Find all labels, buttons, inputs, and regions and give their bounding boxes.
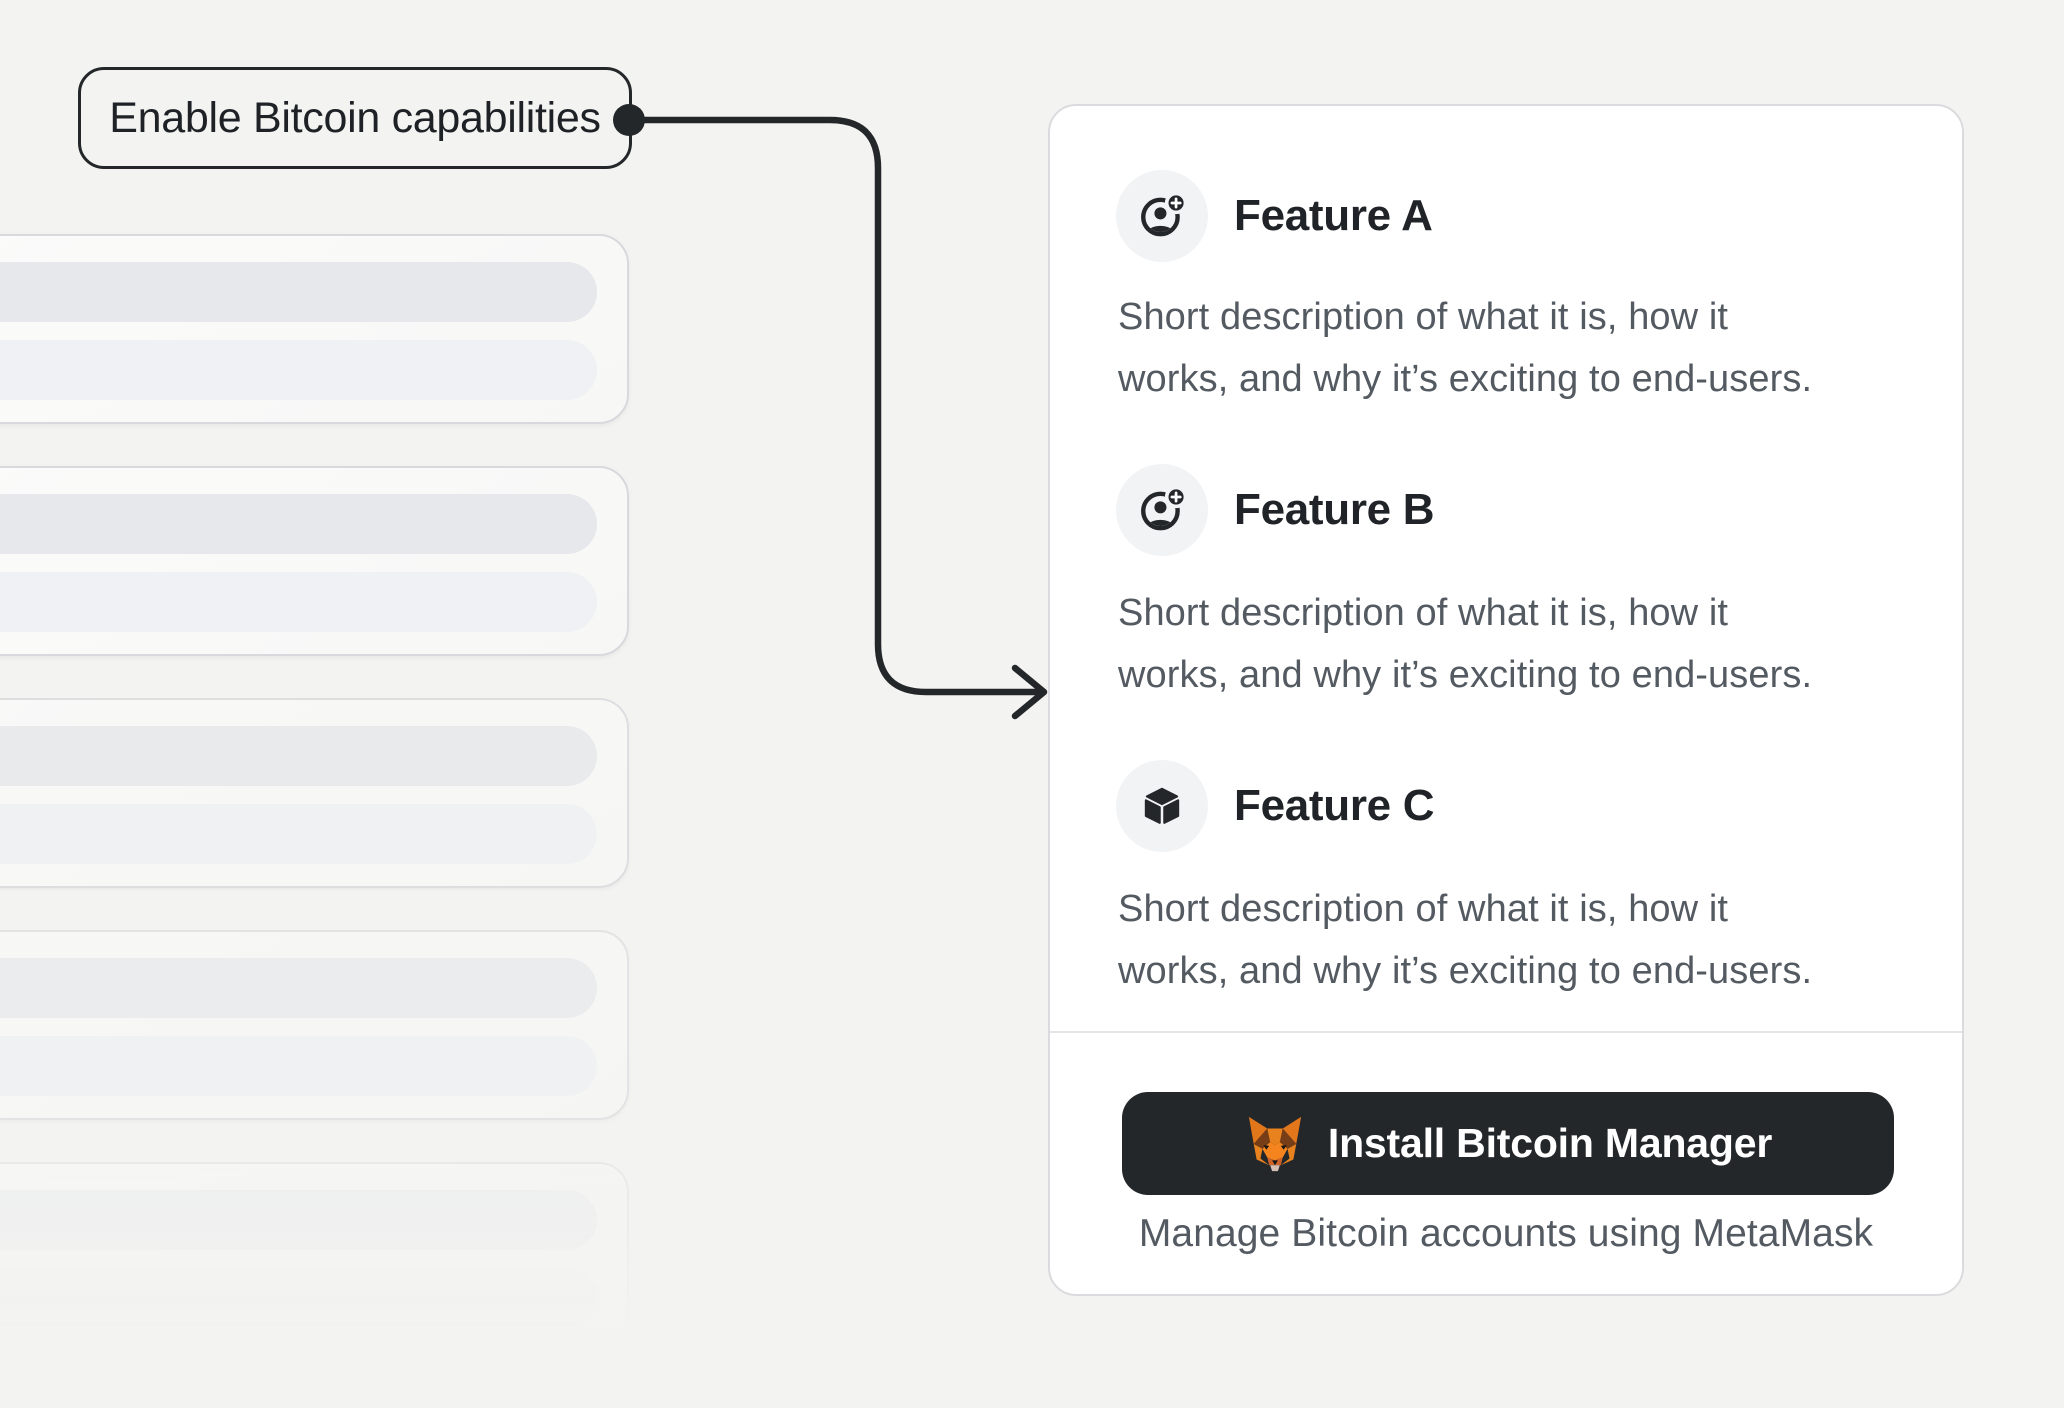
feature-c-title: Feature C (1234, 781, 1435, 830)
connector-line (641, 116, 1044, 696)
feature-c-description: Short description of what it is, how it … (1118, 878, 1938, 1002)
skeleton-bar (0, 572, 597, 632)
feature-c-icon-circle (1116, 760, 1208, 852)
install-bitcoin-manager-button[interactable]: Install Bitcoin Manager (1122, 1092, 1894, 1195)
feature-a-icon-circle (1116, 170, 1208, 262)
feature-b-title: Feature B (1234, 485, 1435, 534)
feature-b-desc-line2: works, and why it’s exciting to end-user… (1118, 654, 1813, 696)
feature-b-desc-line1: Short description of what it is, how it (1118, 592, 1729, 634)
user-add-icon (1141, 191, 1187, 237)
skeleton-card (0, 698, 629, 888)
install-caption: Manage Bitcoin accounts using MetaMask (1138, 1212, 1874, 1255)
skeleton-bar (0, 340, 597, 400)
skeleton-bar (0, 1268, 597, 1328)
feature-c-desc-line2: works, and why it’s exciting to end-user… (1118, 950, 1813, 992)
feature-a-desc-line2: works, and why it’s exciting to end-user… (1118, 358, 1813, 400)
card-divider (1050, 1031, 1962, 1033)
skeleton-card (0, 466, 629, 656)
cube-icon (1144, 787, 1180, 824)
feature-c-desc-line1: Short description of what it is, how it (1118, 888, 1729, 930)
skeleton-card (0, 234, 629, 424)
skeleton-bar (0, 494, 597, 554)
annotation-label: Enable Bitcoin capabilities (78, 67, 632, 169)
skeleton-bar (0, 726, 597, 786)
skeleton-bar (0, 804, 597, 864)
feature-card: Feature A Short description of what it i… (1048, 104, 1964, 1296)
metamask-fox-icon (1248, 1116, 1301, 1171)
annotation-label-text: Enable Bitcoin capabilities (109, 93, 601, 142)
feature-b-description: Short description of what it is, how it … (1118, 582, 1938, 706)
skeleton-bar (0, 1036, 597, 1096)
feature-a-description: Short description of what it is, how it … (1118, 286, 1938, 410)
feature-a-title: Feature A (1234, 191, 1433, 240)
install-button-label: Install Bitcoin Manager (1327, 1120, 1773, 1166)
arrowhead-icon (1011, 664, 1048, 720)
skeleton-bar (0, 958, 597, 1018)
feature-a-desc-line1: Short description of what it is, how it (1118, 296, 1729, 338)
skeleton-card (0, 930, 629, 1120)
feature-b-icon-circle (1116, 464, 1208, 556)
skeleton-card (0, 1162, 629, 1352)
skeleton-bar (0, 262, 597, 322)
skeleton-bar (0, 1190, 597, 1250)
user-add-icon (1141, 485, 1187, 531)
